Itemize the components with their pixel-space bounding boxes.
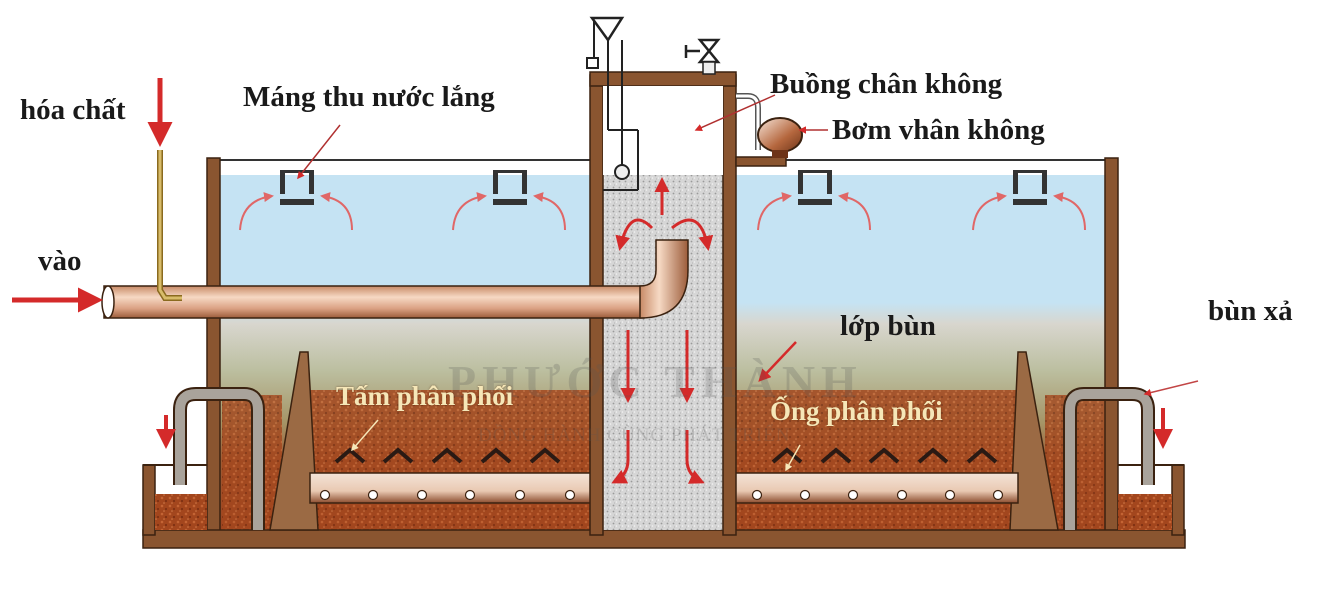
flow-arrows-troughs [239,192,1086,231]
distribution-plate-chevron [917,447,949,464]
collection-troughs [280,170,1047,205]
leader-trough [297,124,341,180]
column-spread-right-icon [671,218,714,251]
distribution-hole [896,489,908,501]
label-settled-water-trough: Máng thu nước lắng [243,81,495,113]
leader-plate [351,419,379,452]
distribution-plates [334,447,998,464]
leader-sludge-discharge [1143,380,1199,397]
distribution-hole [416,489,428,501]
label-vacuum-chamber: Buồng chân không [770,68,1003,100]
distribution-pipe-left [309,472,603,504]
collection-trough-icon [280,170,314,205]
watermark-brand: PHƯỚC THÀNH [448,356,863,407]
watermark-slogan: ĐỒNG HÀNH CÙNG PHÁT TRIỂN [478,425,791,446]
flow-arrow-left [239,192,274,231]
distribution-hole [564,489,576,501]
collection-trough-icon [1013,170,1047,205]
distribution-hole [464,489,476,501]
label-distribution-plate: Tấm phân phối [336,381,514,411]
distribution-plate-chevron [382,447,414,464]
distribution-hole [799,489,811,501]
baffle-left [269,351,319,531]
inlet-pipe-elbow [639,239,689,319]
chemical-dosing-tube [157,150,182,301]
column-spread-left-icon [615,218,654,251]
leader-sludge-layer [758,341,797,382]
label-sludge-layer: lớp bùn [840,310,936,342]
label-inlet: vào [38,245,82,277]
distribution-plate-chevron [480,447,512,464]
label-vacuum-pump: Bơm vhân không [832,114,1045,146]
label-sludge-discharge: bùn xả [1208,295,1293,327]
sludge-layer-left [300,390,602,530]
valve-icon [684,38,721,75]
discharge-box-left [142,464,156,536]
flow-arrow-right [1053,192,1086,231]
distribution-hole [514,489,526,501]
tank-wall-right [1104,157,1119,541]
distribution-plate-chevron [771,447,803,464]
distribution-plate-chevron [868,447,900,464]
label-distribution-pipe: Ống phân phối [770,396,943,426]
flow-arrow-right [838,192,871,231]
flow-arrow-right [320,192,353,231]
tank-base [142,529,1186,549]
distribution-pipe-right [725,472,1019,504]
column-curve-right-icon [685,430,705,484]
collection-trough-icon [798,170,832,205]
flow-arrow-left [452,192,487,231]
pulley-icon [589,16,625,43]
distribution-plate-chevron [820,447,852,464]
inlet-pipe [103,285,645,319]
baffle-right [1009,351,1059,531]
distribution-hole [319,489,331,501]
tank-wall-left [206,157,221,541]
distribution-plate-chevron [431,447,463,464]
label-chemical: hóa chất [20,94,126,126]
vacuum-pump-icon [757,117,803,158]
column-curve-left-icon [611,430,630,484]
distribution-hole [367,489,379,501]
collection-trough-icon [493,170,527,205]
distribution-plate-chevron [334,447,366,464]
distribution-plate-chevron [529,447,561,464]
distribution-hole [847,489,859,501]
pump-base [735,156,787,167]
flow-arrow-left [972,192,1007,231]
distribution-hole [944,489,956,501]
distribution-hole [992,489,1004,501]
float-ball-icon [614,164,630,180]
leader-pipe [785,444,801,472]
flow-arrow-right [533,192,566,231]
distribution-plate-chevron [966,447,998,464]
distribution-holes [319,489,1004,501]
leader-vacuum-chamber [694,94,776,131]
distribution-hole [751,489,763,501]
flow-arrow-left [757,192,792,231]
discharge-box-right [1171,464,1185,536]
central-column-wall-right [722,74,737,536]
